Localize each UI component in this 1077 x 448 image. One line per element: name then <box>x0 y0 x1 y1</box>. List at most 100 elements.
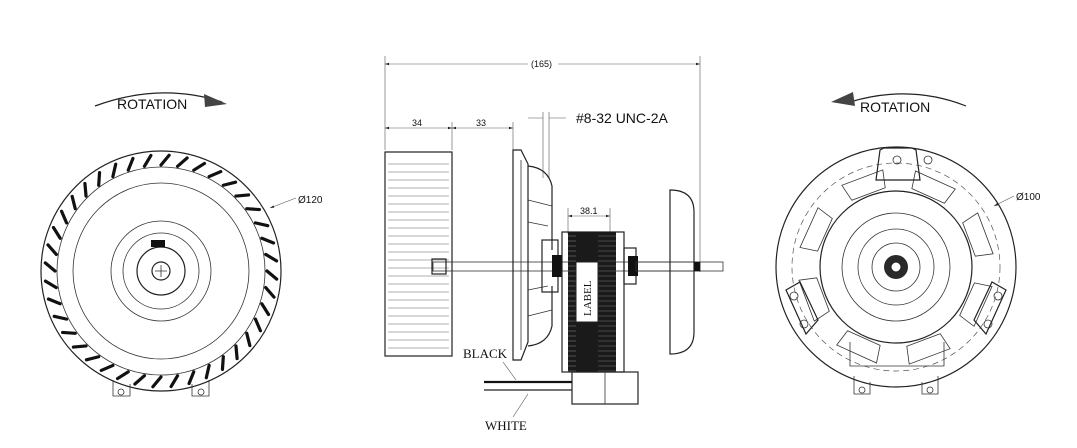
motor-vent <box>841 169 886 201</box>
blade <box>253 317 263 333</box>
nameplate-box <box>575 261 599 323</box>
blade <box>84 355 101 362</box>
hub-ring-outer <box>110 220 212 322</box>
core-dim-ext <box>567 208 611 234</box>
shaft-rear <box>635 261 701 272</box>
motor-vent <box>906 333 951 365</box>
blade <box>70 194 77 211</box>
overall-length-label: (165) <box>531 59 552 69</box>
blade <box>253 221 270 228</box>
wheel-foot-left <box>112 380 131 397</box>
blade <box>221 180 238 187</box>
blade <box>220 355 225 371</box>
blade <box>126 156 135 172</box>
wheel-foot-right <box>191 380 210 397</box>
motor-foot-hole-right <box>926 386 934 394</box>
blade <box>175 156 189 168</box>
nameplate-label: LABEL <box>582 280 594 316</box>
bearing-washer <box>552 255 562 277</box>
blade <box>52 314 69 321</box>
blade <box>159 153 171 167</box>
left-view: ROTATION Ø120 <box>40 92 323 397</box>
motor-vent <box>959 282 993 327</box>
blade <box>59 209 69 225</box>
mount-hole-top-a <box>892 155 902 165</box>
hub-ring-mid <box>122 232 200 310</box>
hub-crosshair <box>155 265 167 277</box>
blade <box>71 344 88 349</box>
diameter-label-right: Ø100 <box>1016 192 1041 203</box>
blade <box>43 279 58 290</box>
thread-ext <box>542 112 550 178</box>
wire-black-label: BLACK <box>463 346 508 361</box>
diameter-label-left: Ø120 <box>298 195 323 206</box>
diameter-leader-right <box>993 195 1015 207</box>
motor-foot-hole-left <box>858 386 866 394</box>
blade <box>264 252 279 263</box>
rear-fan-guard <box>669 189 695 355</box>
blade <box>245 207 261 212</box>
right-view: ROTATION Ø100 <box>775 92 1041 395</box>
rotation-arrow-right <box>849 93 967 107</box>
blade <box>43 261 57 273</box>
motor-vent <box>798 277 830 322</box>
rotation-label-right: ROTATION <box>860 99 930 115</box>
mount-hole-left-a <box>789 291 799 301</box>
blade <box>133 374 147 386</box>
motor-foot-right <box>921 376 939 395</box>
mount-ear-right <box>973 281 1007 336</box>
blade <box>204 363 211 380</box>
motor-base-bracket <box>849 342 945 367</box>
lamination-lines <box>568 235 616 372</box>
dim-gap-label: 33 <box>476 118 486 128</box>
wheel-slats <box>388 163 449 349</box>
blade <box>169 374 180 389</box>
wheel-inner-ring <box>56 166 266 376</box>
mount-hole-right-b <box>983 319 993 329</box>
shaft-collar <box>431 258 447 275</box>
blade <box>151 375 163 389</box>
blower-wheel-side <box>384 151 453 357</box>
rotation-arrowhead-right <box>831 92 855 106</box>
wheel-outer-ring <box>40 150 282 392</box>
motor-vent <box>911 170 956 204</box>
core-dim-label: 38.1 <box>580 206 598 216</box>
blade <box>83 181 88 198</box>
motor-outer-circle <box>775 146 1017 388</box>
mount-hole-left-b <box>799 319 809 329</box>
wheel-backplate-ring <box>72 182 250 360</box>
blade <box>265 269 279 281</box>
mount-ear-left <box>785 281 819 336</box>
blade <box>115 370 130 381</box>
blade <box>260 236 276 245</box>
motor-vents <box>798 169 994 365</box>
blade <box>61 330 77 335</box>
blade <box>264 285 276 299</box>
dim-wheel-label: 34 <box>412 118 422 128</box>
hub-setscrew <box>151 240 165 247</box>
wheel-blades <box>43 153 279 389</box>
wire-white-label: WHITE <box>485 418 527 433</box>
rotation-arrowhead-left <box>204 94 227 107</box>
wire-white-leader <box>512 393 529 418</box>
rear-bearing-cap <box>628 256 638 276</box>
mount-hole-right-a <box>993 291 1003 301</box>
side-view: (165) 34 33 #8-32 UNC-2A 38.1 <box>384 56 724 433</box>
wire-black-leader <box>502 361 517 381</box>
blade <box>207 169 223 179</box>
mounting-bracket <box>527 165 553 347</box>
dim-gap-ext <box>451 122 514 150</box>
motor-inner-circle-3 <box>871 242 921 292</box>
blade <box>245 331 252 348</box>
shaft-end-stub <box>694 262 700 271</box>
blade <box>192 161 207 172</box>
blade <box>142 153 153 168</box>
mount-ear-top <box>875 147 921 181</box>
diameter-leader-left <box>269 197 297 209</box>
motor-inner-circle-1 <box>841 212 951 322</box>
blade <box>187 370 196 386</box>
blade <box>111 162 118 179</box>
blade <box>260 302 271 317</box>
motor-vent <box>799 207 833 252</box>
